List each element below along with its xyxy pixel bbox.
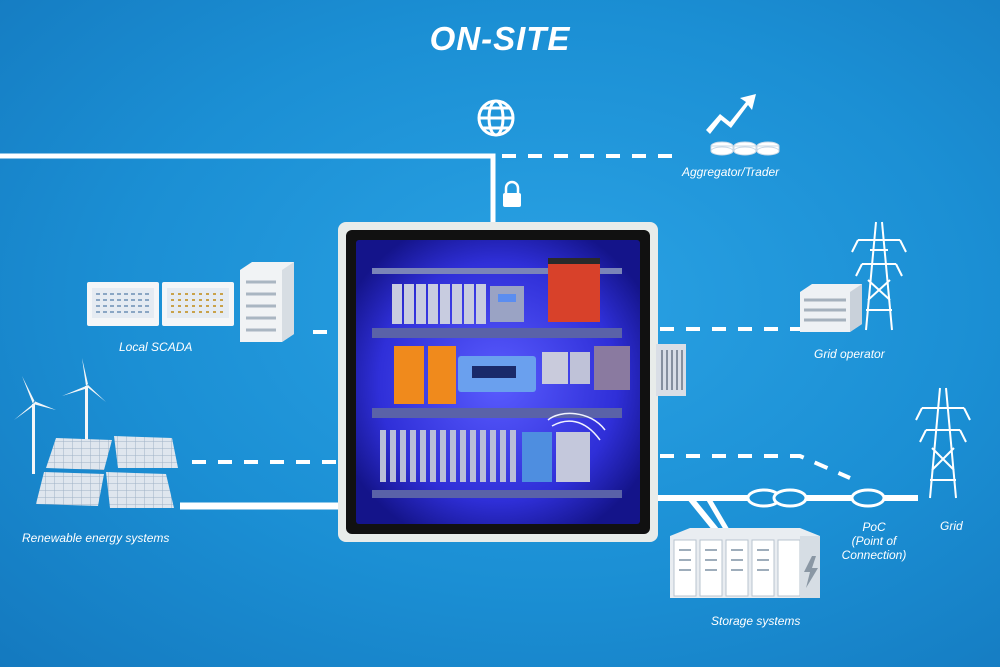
aggregator-label: Aggregator/Trader: [682, 165, 780, 179]
server-rack-icon: [240, 262, 294, 342]
storage-branch-line: [705, 496, 731, 534]
poc-label-line-1: PoC: [862, 520, 886, 534]
control-cabinet: [338, 222, 686, 542]
grid-operator-label: Grid operator: [814, 347, 885, 361]
poc-label-line-2: (Point of: [851, 534, 897, 548]
trend-up-icon: [706, 94, 756, 134]
grid-operator-building-icon: [800, 284, 862, 332]
storage-systems-label: Storage systems: [711, 614, 801, 628]
scada-monitor-icon: [87, 282, 234, 326]
lightning-icon: [804, 556, 818, 588]
power-pylon-icon: [915, 387, 971, 499]
local-scada-label: Local SCADA: [119, 340, 193, 354]
power-pylon-icon: [851, 221, 907, 331]
grid-label: Grid: [940, 519, 963, 533]
poc-symbol: [850, 488, 886, 508]
renewable-energy-label: Renewable energy systems: [22, 531, 170, 545]
battery-storage-icon: [670, 528, 820, 598]
globe-icon: [477, 99, 515, 137]
lock-icon: [503, 180, 521, 207]
grid-dashed-line: [660, 454, 851, 480]
solar-panel-icon: [36, 436, 178, 508]
wind-turbine-icon: [14, 358, 106, 474]
internet-line: [0, 153, 496, 222]
transformer-symbol: [746, 488, 808, 508]
poc-label-line-3: Connection): [841, 548, 907, 562]
coin-stack-icon: [710, 141, 780, 156]
poc-label: PoC (Point of Connection): [836, 520, 912, 562]
storage-power-line: [687, 496, 719, 532]
page-title: ON-SITE: [429, 20, 571, 57]
